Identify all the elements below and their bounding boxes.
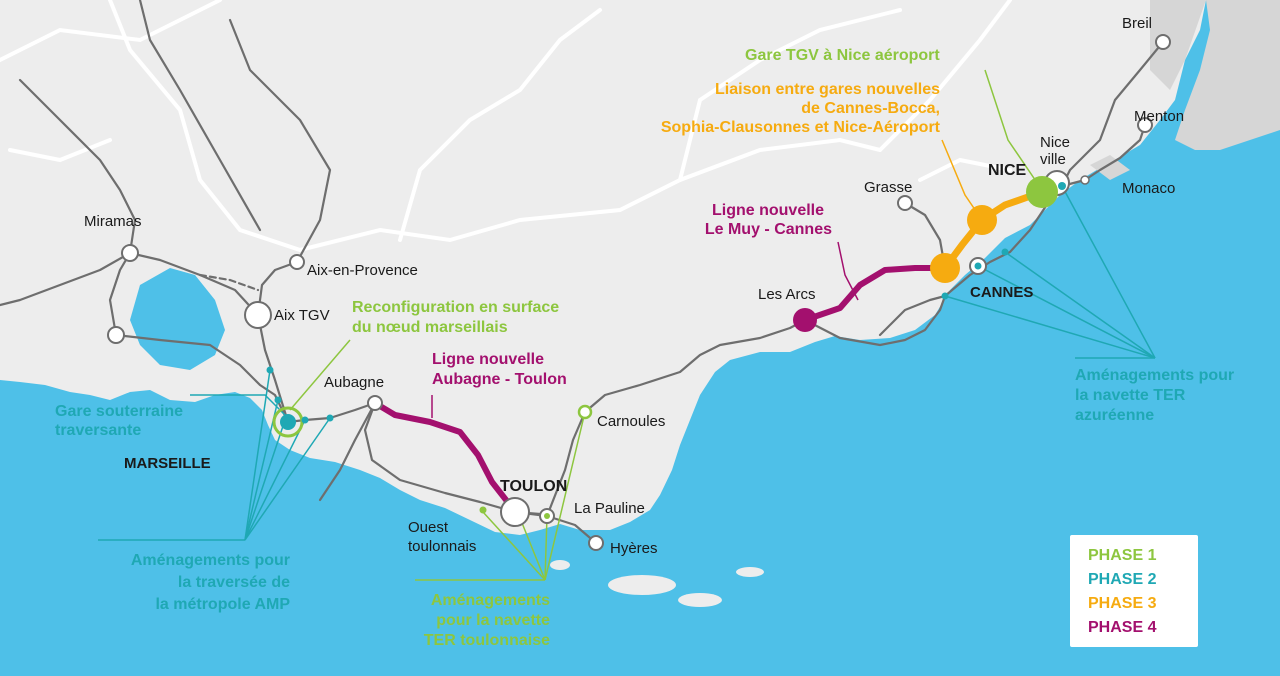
label-hyeres: Hyères xyxy=(610,540,658,557)
station-marseille-n2-dot xyxy=(274,396,282,404)
ann-azur-1: Aménagements pour xyxy=(1075,367,1234,384)
station-carnoules xyxy=(577,404,593,420)
station-aubagne xyxy=(367,395,383,411)
ann-gare-souterraine-1: Gare souterraine xyxy=(55,403,183,420)
ann-aubagne-toulon-2: Aubagne - Toulon xyxy=(432,371,567,388)
station-west-cannes-dot xyxy=(941,292,949,300)
station-marseille-north-dot xyxy=(266,366,274,374)
ann-gare-souterraine-2: traversante xyxy=(55,422,141,439)
station-hyeres xyxy=(588,535,604,551)
label-ouest-2: toulonnais xyxy=(408,538,476,555)
station-ouest-toulonnais xyxy=(479,506,487,514)
label-carnoules: Carnoules xyxy=(597,413,665,430)
station-les-arcs xyxy=(793,308,817,332)
station-aix-tgv xyxy=(244,301,272,329)
ann-toulon-2: pour la navette xyxy=(436,612,550,629)
phase4-lines xyxy=(372,265,948,508)
island xyxy=(608,575,676,595)
station-marseille-east2-dot xyxy=(326,414,334,422)
label-marseille: MARSEILLE xyxy=(124,455,211,472)
station-nice-aeroport xyxy=(1026,176,1058,208)
station-toulon xyxy=(500,497,530,527)
ann-azur-3: azuréenne xyxy=(1075,407,1154,424)
label-toulon: TOULON xyxy=(500,478,567,495)
label-les-arcs: Les Arcs xyxy=(758,286,816,303)
region-boundaries xyxy=(0,0,1012,252)
label-nice-ville-2: ville xyxy=(1040,151,1066,168)
ann-reconfig-1: Reconfiguration en surface xyxy=(352,299,559,316)
stations xyxy=(107,34,1171,551)
label-cannes: CANNES xyxy=(970,284,1033,301)
station-grasse xyxy=(897,195,913,211)
label-la-pauline: La Pauline xyxy=(574,500,645,517)
monaco-area xyxy=(1090,155,1130,180)
island xyxy=(678,593,722,607)
label-breil: Breil xyxy=(1122,15,1152,32)
label-menton: Menton xyxy=(1134,108,1184,125)
station-aix-en-provence xyxy=(289,254,305,270)
station-sophia xyxy=(967,205,997,235)
station-west xyxy=(107,326,125,344)
island xyxy=(550,560,570,570)
station-antibes-dot xyxy=(1001,248,1009,256)
label-nice-ville-1: Nice xyxy=(1040,134,1070,151)
label-monaco: Monaco xyxy=(1122,180,1175,197)
ann-liaison-1: Liaison entre gares nouvelles xyxy=(715,81,940,98)
ann-liaison-3: Sophia-Clausonnes et Nice-Aéroport xyxy=(661,119,941,136)
ann-amp-1: Aménagements pour xyxy=(131,552,290,569)
ann-reconfig-2: du nœud marseillais xyxy=(352,319,508,336)
station-marseille-ring xyxy=(272,406,304,438)
italy-land xyxy=(1175,0,1280,150)
ann-toulon-1: Aménagements xyxy=(431,592,550,609)
ann-aubagne-toulon-1: Ligne nouvelle xyxy=(432,351,544,368)
station-miramas xyxy=(121,244,139,262)
city-labels: Breil Menton Monaco NICE Nice ville Gras… xyxy=(84,15,1184,557)
ann-amp-2: la traversée de xyxy=(178,574,290,591)
legend-phase2: PHASE 2 xyxy=(1088,571,1157,588)
ann-azur-2: la navette TER xyxy=(1075,387,1186,404)
ann-liaison-2: de Cannes-Bocca, xyxy=(801,100,940,117)
label-nice: NICE xyxy=(988,162,1027,179)
label-ouest-1: Ouest xyxy=(408,519,449,536)
station-la-pauline-dot xyxy=(544,513,550,519)
annotations: Gare TGV à Nice aéroport Liaison entre g… xyxy=(55,47,1234,649)
legend-phase3: PHASE 3 xyxy=(1088,595,1157,612)
legend-phase1: PHASE 1 xyxy=(1088,547,1157,564)
island xyxy=(736,567,764,577)
land xyxy=(0,0,1206,535)
station-marseille xyxy=(280,414,296,430)
mountains xyxy=(1150,0,1206,90)
ann-amp-3: la métropole AMP xyxy=(155,596,290,613)
label-grasse: Grasse xyxy=(864,179,912,196)
station-cannes-bocca xyxy=(930,253,960,283)
ann-muy-cannes-2: Le Muy - Cannes xyxy=(705,221,832,238)
ann-muy-cannes-1: Ligne nouvelle xyxy=(712,202,824,219)
ann-toulon-3: TER toulonnaise xyxy=(424,632,550,649)
label-aix-tgv: Aix TGV xyxy=(274,307,330,324)
legend: PHASE 1 PHASE 2 PHASE 3 PHASE 4 xyxy=(1070,535,1198,647)
station-menton xyxy=(1137,117,1153,133)
station-cannes-dot xyxy=(974,262,982,270)
label-aubagne: Aubagne xyxy=(324,374,384,391)
label-miramas: Miramas xyxy=(84,213,142,230)
station-nice-ville-dot xyxy=(1058,182,1066,190)
label-aix-en-provence: Aix-en-Provence xyxy=(307,262,418,279)
station-breil xyxy=(1155,34,1171,50)
ann-gare-tgv-nice: Gare TGV à Nice aéroport xyxy=(745,47,940,64)
station-monaco xyxy=(1080,175,1090,185)
legend-phase4: PHASE 4 xyxy=(1088,619,1157,636)
leader-lines xyxy=(98,69,1156,581)
station-marseille-east-dot xyxy=(301,416,309,424)
